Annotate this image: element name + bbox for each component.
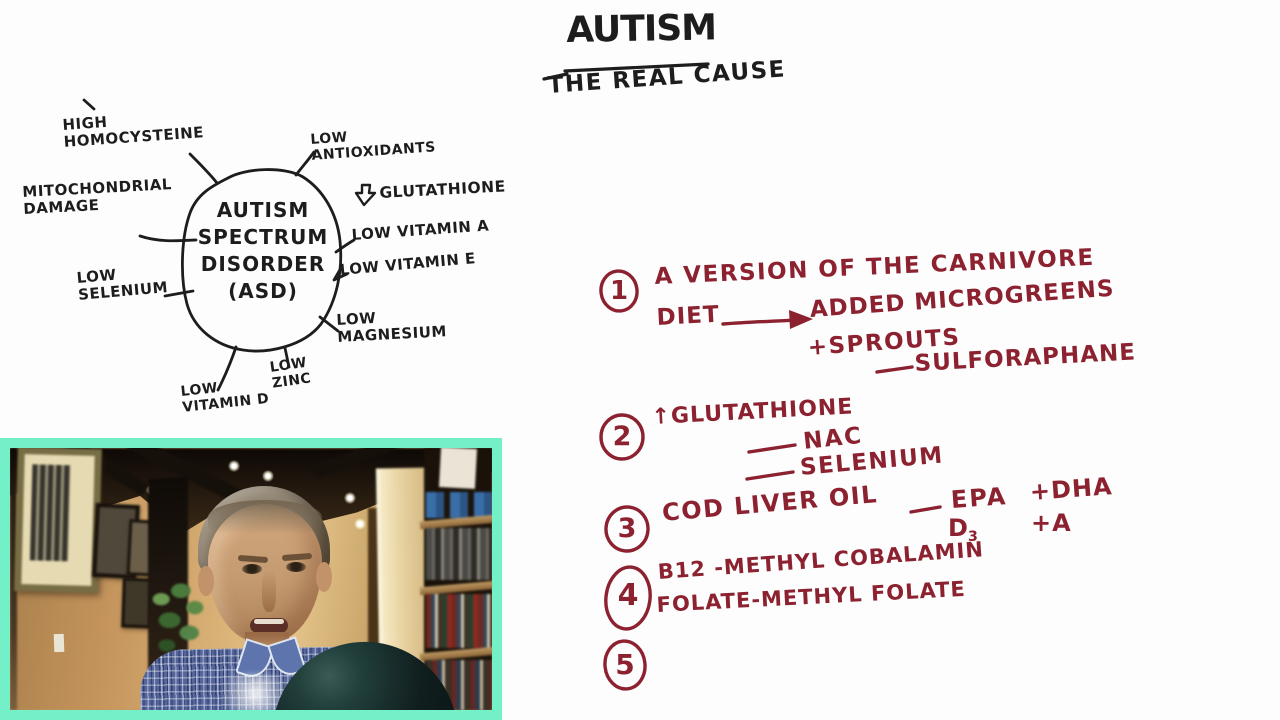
note-d3-subscript: 3	[967, 529, 978, 546]
note-glutathione: ↑GLUTATHIONE	[651, 394, 855, 430]
bookshelf	[419, 448, 492, 710]
note-diet: DIET	[656, 301, 721, 331]
webcam-overlay	[0, 438, 502, 720]
presenter-ear	[198, 566, 214, 596]
mindmap-node-low-antioxidants: LOW ANTIOXIDANTS	[309, 129, 437, 164]
mindmap-node-high-homocysteine: HIGH HOMOCYSTEINE	[61, 112, 205, 152]
plant	[150, 574, 206, 658]
tick-mark	[82, 98, 96, 111]
mindmap-node-low-vitamin-d: LOW VITAMIN D	[179, 380, 270, 416]
page-subtitle: THE REAL CAUSE	[547, 56, 787, 99]
book-row	[426, 528, 492, 580]
presenter-mouth	[250, 618, 288, 633]
down-arrow-icon	[354, 183, 377, 207]
spoke-homocysteine	[188, 152, 219, 185]
spoke-mitochondrial	[138, 234, 198, 243]
presenter-teeth	[254, 619, 284, 624]
recessed-light	[344, 492, 356, 504]
note-folate: FOLATE-METHYL FOLATE	[656, 576, 967, 617]
light-switch	[53, 633, 65, 653]
presenter-hairline	[208, 500, 322, 534]
presenter-eye	[242, 564, 262, 574]
mindmap-node-mitochondrial-damage: MITOCHONDRIAL DAMAGE	[21, 175, 173, 219]
mindmap-node-low-magnesium: LOW MAGNESIUM	[335, 308, 448, 347]
note-d3: D3	[948, 514, 978, 545]
list-number-4: 4	[617, 578, 639, 613]
presenter-nose	[262, 570, 276, 612]
spoke-magnesium	[318, 315, 340, 333]
mindmap-node-glutathione: GLUTATHIONE	[379, 177, 507, 202]
mindmap-node-low-vitamin-e: LOW VITAMIN E	[339, 249, 477, 279]
book-row	[426, 594, 492, 648]
dash-epa	[909, 505, 942, 514]
webcam-video	[10, 448, 492, 710]
dash-nac	[747, 443, 797, 454]
dash-sulforaphane	[875, 365, 914, 374]
note-epa: EPA	[950, 482, 1009, 514]
mindmap-node-low-selenium: LOW SELENIUM	[75, 265, 169, 304]
arrow-right-icon	[721, 318, 799, 326]
note-added-microgreens: ADDED MICROGREENS	[809, 275, 1116, 323]
recessed-light	[262, 470, 274, 482]
mindmap-center-label: AUTISM SPECTRUM DISORDER (ASD)	[197, 198, 329, 303]
mindmap-node-low-vitamin-a: LOW VITAMIN A	[351, 216, 490, 244]
list-number-2: 2	[612, 421, 632, 452]
recessed-light	[228, 460, 240, 472]
list-number-1: 1	[609, 276, 629, 306]
presenter-ear	[316, 562, 332, 592]
note-dha: +DHA	[1029, 472, 1114, 506]
note-vitamin-a-add: +A	[1031, 509, 1072, 537]
wall-shadow-edge	[10, 448, 17, 710]
book-row	[426, 492, 492, 518]
dash-selenium	[745, 470, 795, 481]
list-number-5: 5	[615, 648, 635, 681]
picture-frame-large	[14, 448, 102, 594]
bright-panel	[438, 448, 478, 489]
list-number-3: 3	[617, 513, 637, 544]
note-cod-liver-oil: COD LIVER OIL	[661, 480, 880, 527]
spoke-selenium	[163, 289, 195, 298]
note-b12: B12 -METHYL COBALAMIN	[657, 537, 985, 584]
page-title: AUTISM	[566, 7, 717, 51]
framed-artwork	[29, 464, 71, 562]
recessed-light	[354, 518, 366, 530]
mindmap-node-low-zinc: LOW ZINC	[268, 354, 313, 392]
presenter-eye	[286, 562, 306, 572]
note-d3-letter: D	[948, 514, 968, 542]
